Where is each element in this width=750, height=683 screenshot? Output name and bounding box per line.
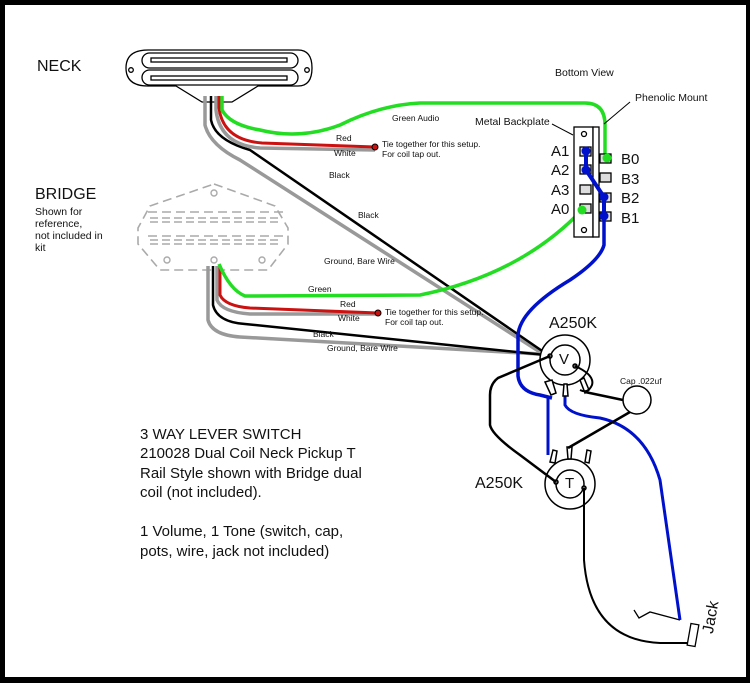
switch-a1-a2-b2-b1-jumper — [584, 151, 606, 216]
b0-green-solder — [602, 153, 612, 163]
neck-white-label: White — [334, 148, 356, 158]
neck-tie-note: Tie together for this setup. For coil ta… — [382, 139, 480, 159]
description-spacer — [140, 503, 362, 523]
bridge-pickup-holes — [163, 189, 266, 264]
tone-pot-value: A250K — [475, 475, 524, 492]
bridge-ground-wire — [206, 266, 541, 356]
description-block: 210028 Dual Coil Neck Pickup T Rail Style… — [140, 444, 362, 561]
cap-to-tone-wire — [567, 410, 631, 450]
vol-to-tone-ground-wire — [488, 354, 557, 483]
bridge-ground-label: Ground, Bare Wire — [327, 343, 398, 353]
bridge-red-wire — [218, 266, 379, 315]
bottom-view-label: Bottom View — [555, 67, 614, 79]
bridge-white-label: White — [338, 313, 360, 323]
neck-pickup — [125, 49, 313, 103]
a0-green-solder — [577, 205, 587, 215]
description-line: Rail Style shown with Bridge dual — [140, 464, 362, 482]
neck-ground-wire — [203, 96, 541, 354]
bridge-pickup-note: Shown for reference, not included in kit — [35, 206, 103, 254]
bridge-note-line: kit — [35, 242, 46, 254]
output-jack — [633, 609, 700, 648]
lug-b3: B3 — [621, 171, 640, 188]
switch-title: 3 WAY LEVER SWITCH — [140, 426, 302, 443]
bridge-pickup — [137, 183, 289, 271]
capacitor — [622, 385, 652, 415]
bridge-note-line: not included in — [35, 230, 103, 242]
bridge-black-wire — [211, 266, 546, 357]
bridge-tie-note: Tie together for this setup. For coil ta… — [385, 307, 483, 327]
metal-backplate-label: Metal Backplate — [475, 116, 550, 128]
volume-pot-symbol: V — [559, 351, 570, 368]
bridge-green-label: Green — [308, 284, 332, 294]
phenolic-mount-label: Phenolic Mount — [635, 92, 708, 104]
mount-pointer — [603, 101, 631, 125]
tone-to-jack-ground-wire — [583, 488, 690, 644]
bridge-white-wire — [215, 266, 378, 316]
lug-a3: A3 — [551, 182, 570, 199]
lug-b1: B1 — [621, 210, 640, 227]
neck-green-wire — [220, 96, 607, 158]
volume-pot-value: A250K — [549, 315, 598, 332]
tone-pot-symbol: T — [565, 475, 575, 492]
volume-to-jack-blue-wire — [563, 392, 682, 621]
description-line: 210028 Dual Coil Neck Pickup T — [140, 445, 356, 462]
neck-black-wire — [209, 96, 549, 357]
bridge-note-line: Shown for — [35, 206, 83, 218]
tie-note-line: Tie together for this setup. — [382, 139, 481, 149]
tie-note-line: For coil tap out. — [382, 149, 441, 159]
neck-tie-point — [371, 143, 379, 151]
bridge-note-line: reference, — [35, 218, 83, 230]
neck-black-label-2: Black — [358, 210, 379, 220]
vol-wiper-loop — [574, 365, 594, 393]
switch-to-volume-blue-wire — [516, 216, 606, 400]
lug-a1: A1 — [551, 143, 570, 160]
neck-ground-label: Ground, Bare Wire — [324, 256, 395, 266]
tie-note-line: Tie together for this setup. — [385, 307, 484, 317]
capacitor-label: Cap .022uf — [620, 376, 662, 386]
bridge-pickup-label: BRIDGE — [35, 186, 97, 203]
description-line: 1 Volume, 1 Tone (switch, cap, — [140, 523, 344, 540]
backplate-pointer — [551, 123, 574, 136]
bridge-red-label: Red — [340, 299, 356, 309]
lug-b2: B2 — [621, 190, 640, 207]
lug-b0: B0 — [621, 151, 640, 168]
neck-pickup-label: NECK — [37, 58, 82, 75]
neck-black-label: Black — [329, 170, 350, 180]
neck-white-wire — [214, 96, 376, 152]
bridge-tie-point — [374, 309, 382, 317]
bridge-green-wire — [217, 208, 584, 298]
description-line: coil (not included). — [140, 484, 262, 501]
neck-red-wire — [217, 96, 376, 149]
description-line: pots, wire, jack not included) — [140, 542, 330, 560]
lug-a2: A2 — [551, 162, 570, 179]
bridge-black-label: Black — [313, 329, 334, 339]
neck-green-label: Green Audio — [392, 113, 440, 123]
lug-a0: A0 — [551, 201, 570, 218]
tie-note-line: For coil tap out. — [385, 317, 444, 327]
neck-red-label: Red — [336, 133, 352, 143]
vol-to-cap-wire — [584, 390, 624, 402]
tone-pot — [544, 446, 596, 510]
